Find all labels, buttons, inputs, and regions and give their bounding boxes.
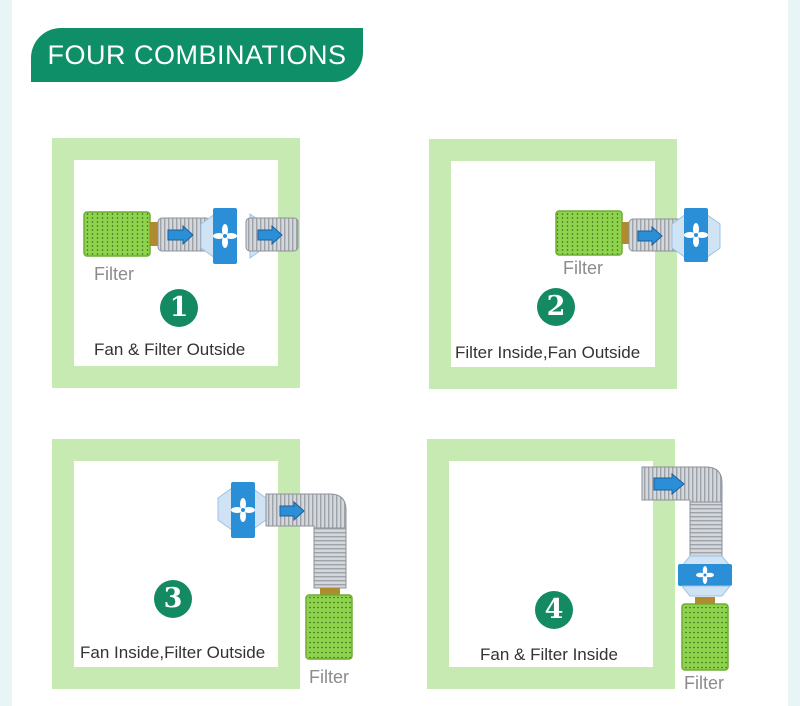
airflow-arrow-icon [653,472,685,496]
fan-icon [217,482,267,538]
combination-4-caption: Fan & Filter Inside [480,645,618,664]
combination-4-filter-label: Filter [684,673,724,693]
carbon-filter-icon [555,210,623,256]
combination-4-panel [427,439,675,689]
combination-4-diagram [641,466,732,671]
combination-1-filter-label: Filter [94,264,134,284]
combination-2-filter-label: Filter [563,258,603,278]
carbon-filter-icon [681,603,729,671]
section-title-banner: FOUR COMBINATIONS [31,28,363,82]
fan-icon [671,208,721,262]
airflow-arrow-icon [257,224,283,246]
combination-2-panel [429,139,677,389]
combination-2-number-badge: 2 [537,288,575,326]
combination-1-number-badge: 1 [160,289,198,327]
airflow-arrow-icon [167,224,194,246]
carbon-filter-icon [305,594,353,660]
combination-3-number-badge: 3 [154,580,192,618]
airflow-arrow-icon [637,225,663,247]
combination-4-number-badge: 4 [535,591,573,629]
fan-icon [678,555,732,597]
combination-1-diagram [83,208,299,264]
combination-3-filter-label: Filter [309,667,349,687]
combination-2-caption: Filter Inside,Fan Outside [455,343,641,362]
airflow-arrow-icon [279,500,305,522]
combination-1-panel [52,138,300,388]
combination-1-caption: Fan & Filter Outside [94,340,246,359]
carbon-filter-icon [83,211,151,257]
combination-2-diagram [555,208,721,262]
combination-3-caption: Fan Inside,Filter Outside [80,643,266,662]
combination-3-diagram [217,482,353,660]
